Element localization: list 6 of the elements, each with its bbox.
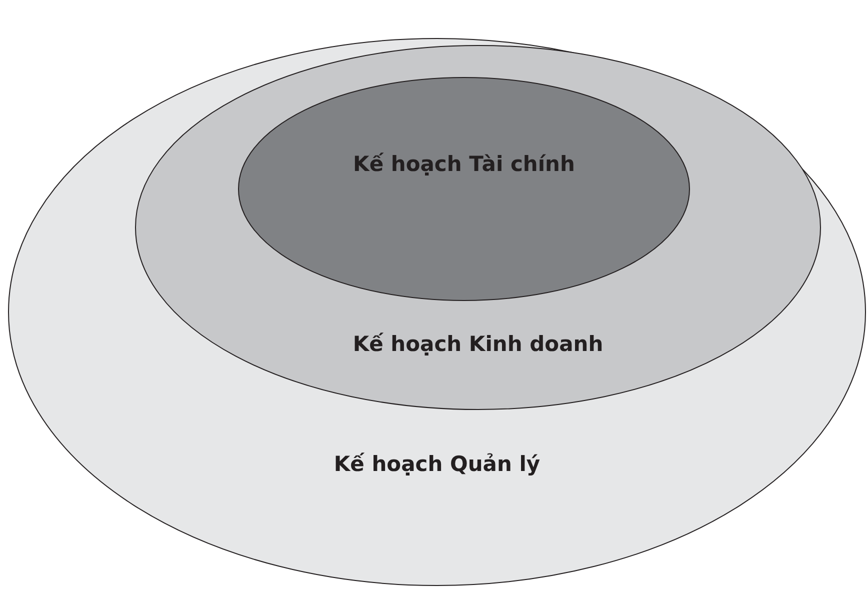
ellipse-region [8,38,866,586]
region-label: Kế hoạch Quản lý [334,452,540,476]
ellipse-region [238,77,690,301]
region-label: Kế hoạch Tài chính [353,152,575,176]
ellipse-region [135,45,821,410]
region-label: Kế hoạch Kinh doanh [352,332,604,356]
